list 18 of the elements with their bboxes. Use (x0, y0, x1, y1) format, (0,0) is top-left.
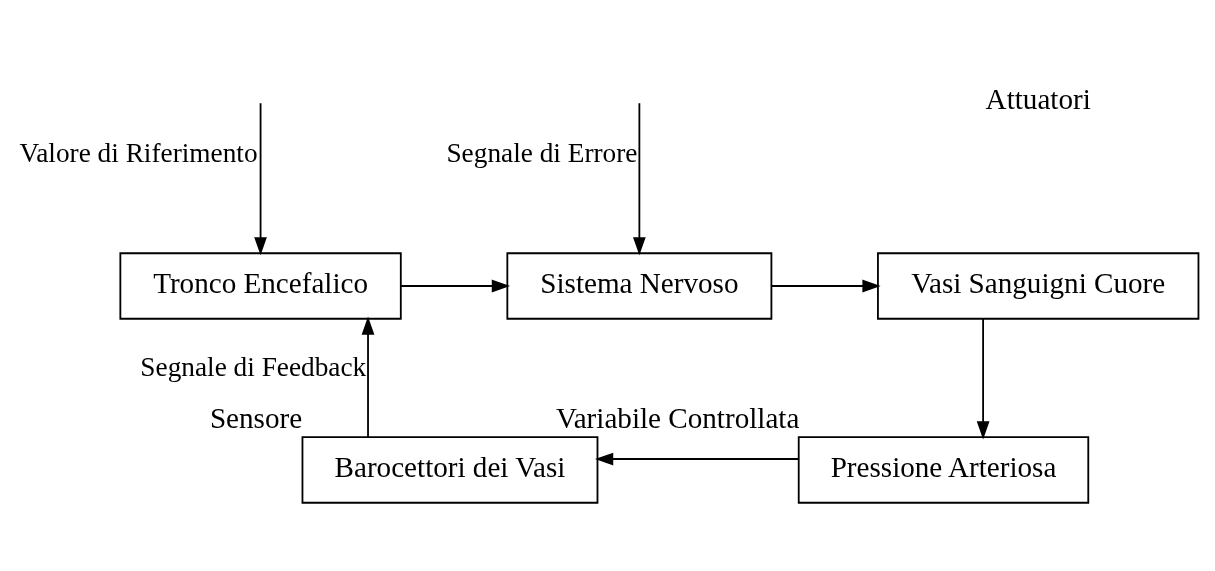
arrow (595, 452, 799, 465)
edge-label: Segnale di Feedback (140, 351, 367, 382)
node-box: Barocettori dei Vasi (301, 435, 599, 504)
arrow (770, 279, 881, 292)
arrow (976, 317, 990, 439)
edge-label: Segnale di Errore (446, 137, 638, 168)
node-box: Sistema Nervoso (506, 251, 773, 320)
node-label: Sensore (209, 401, 303, 434)
edge-label: Valore di Riferimento (19, 137, 258, 168)
node-box: Pressione Arteriosa (797, 435, 1090, 504)
node-box: Vasi Sanguigni Cuore (877, 251, 1200, 320)
node-label: Variabile Controllata (555, 401, 800, 434)
arrow (400, 279, 510, 292)
arrow (254, 101, 267, 255)
label: Attuatori (985, 82, 1091, 115)
arrow (361, 315, 375, 438)
arrow (633, 101, 646, 255)
node-box: Tronco Encefalico (119, 251, 402, 320)
